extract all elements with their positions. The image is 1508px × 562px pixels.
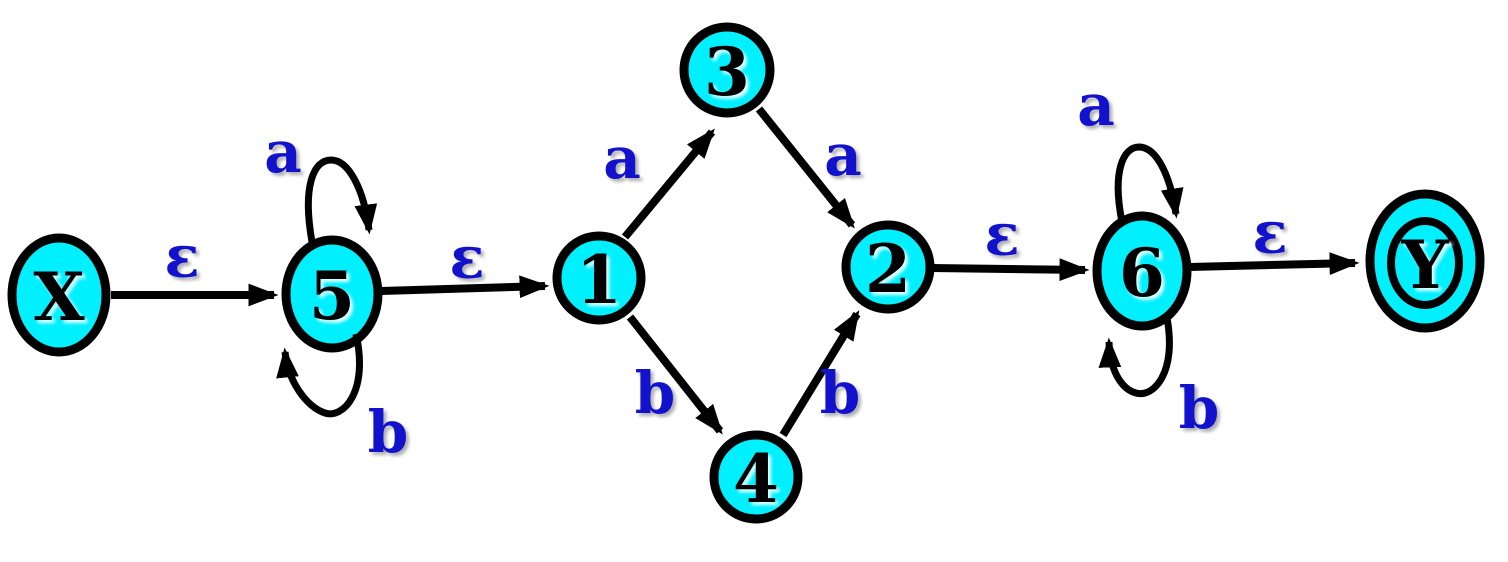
state-6: 6	[1092, 211, 1192, 331]
transition-1-4: b	[626, 314, 724, 435]
state-1-label: 1	[576, 241, 622, 319]
transition-1-4-arrow	[626, 314, 724, 435]
state-X: X	[7, 233, 111, 357]
transition-1-4-label: b	[635, 359, 676, 427]
state-1: 1	[552, 231, 646, 325]
transition-5-1: ε	[379, 224, 550, 299]
transition-X-5-label: ε	[164, 223, 199, 291]
transition-6-self-b-label: b	[1179, 374, 1220, 442]
transition-4-2-arrow	[779, 310, 861, 438]
transition-6-self-a: a	[1077, 71, 1184, 223]
transition-5-self-a-arrow	[304, 156, 378, 243]
state-Y-label: Y	[1400, 226, 1449, 304]
state-2-label: 2	[865, 230, 911, 308]
transition-2-6-arrow	[931, 258, 1090, 282]
state-5: 5	[281, 235, 383, 353]
transition-5-1-label: ε	[449, 224, 484, 292]
state-Y-inner-circle	[1387, 217, 1463, 309]
transition-5-self-b-arrow	[276, 333, 364, 418]
transition-3-2: a	[755, 106, 862, 229]
state-2: 2	[841, 220, 935, 314]
state-1-circle	[552, 231, 646, 325]
transition-5-self-b-label: b	[368, 398, 409, 466]
transition-3-2-label: a	[824, 121, 862, 189]
transition-4-2: b	[779, 310, 861, 438]
transition-5-1-arrow	[379, 275, 550, 299]
transition-6-self-a-label: a	[1077, 71, 1115, 139]
transition-6-self-b-arrow	[1098, 317, 1173, 398]
state-Y-accepting: Y	[1365, 189, 1485, 333]
state-3-label: 3	[704, 33, 750, 111]
state-2-circle	[841, 220, 935, 314]
transition-1-3-arrow	[621, 128, 716, 240]
state-4-circle	[709, 430, 803, 524]
state-4: 4	[709, 430, 803, 524]
transition-4-2-label: b	[820, 359, 861, 427]
state-X-circle	[7, 233, 111, 357]
transition-1-3-label: a	[603, 124, 641, 192]
state-3: 3	[679, 22, 775, 118]
state-3-circle	[679, 22, 775, 118]
transition-6-self-a-arrow	[1114, 143, 1184, 223]
transition-5-self-a-label: a	[264, 118, 302, 186]
transition-5-self-a: a	[264, 118, 378, 243]
transition-1-3: a	[603, 124, 716, 240]
transition-6-Y-arrow	[1188, 252, 1360, 276]
state-5-label: 5	[309, 257, 355, 335]
state-5-circle	[281, 235, 383, 353]
transition-3-2-arrow	[755, 106, 856, 229]
state-X-label: X	[33, 258, 85, 336]
transition-6-self-b: b	[1098, 317, 1220, 442]
transition-6-Y: ε	[1188, 199, 1360, 276]
state-6-circle	[1092, 211, 1192, 331]
transition-6-Y-label: ε	[1252, 199, 1287, 267]
state-4-label: 4	[733, 440, 779, 518]
transition-5-self-b: b	[276, 333, 409, 466]
state-6-label: 6	[1119, 234, 1165, 312]
transition-2-6: ε	[931, 201, 1090, 282]
transition-X-5: ε	[111, 223, 279, 307]
transition-2-6-label: ε	[984, 201, 1019, 269]
